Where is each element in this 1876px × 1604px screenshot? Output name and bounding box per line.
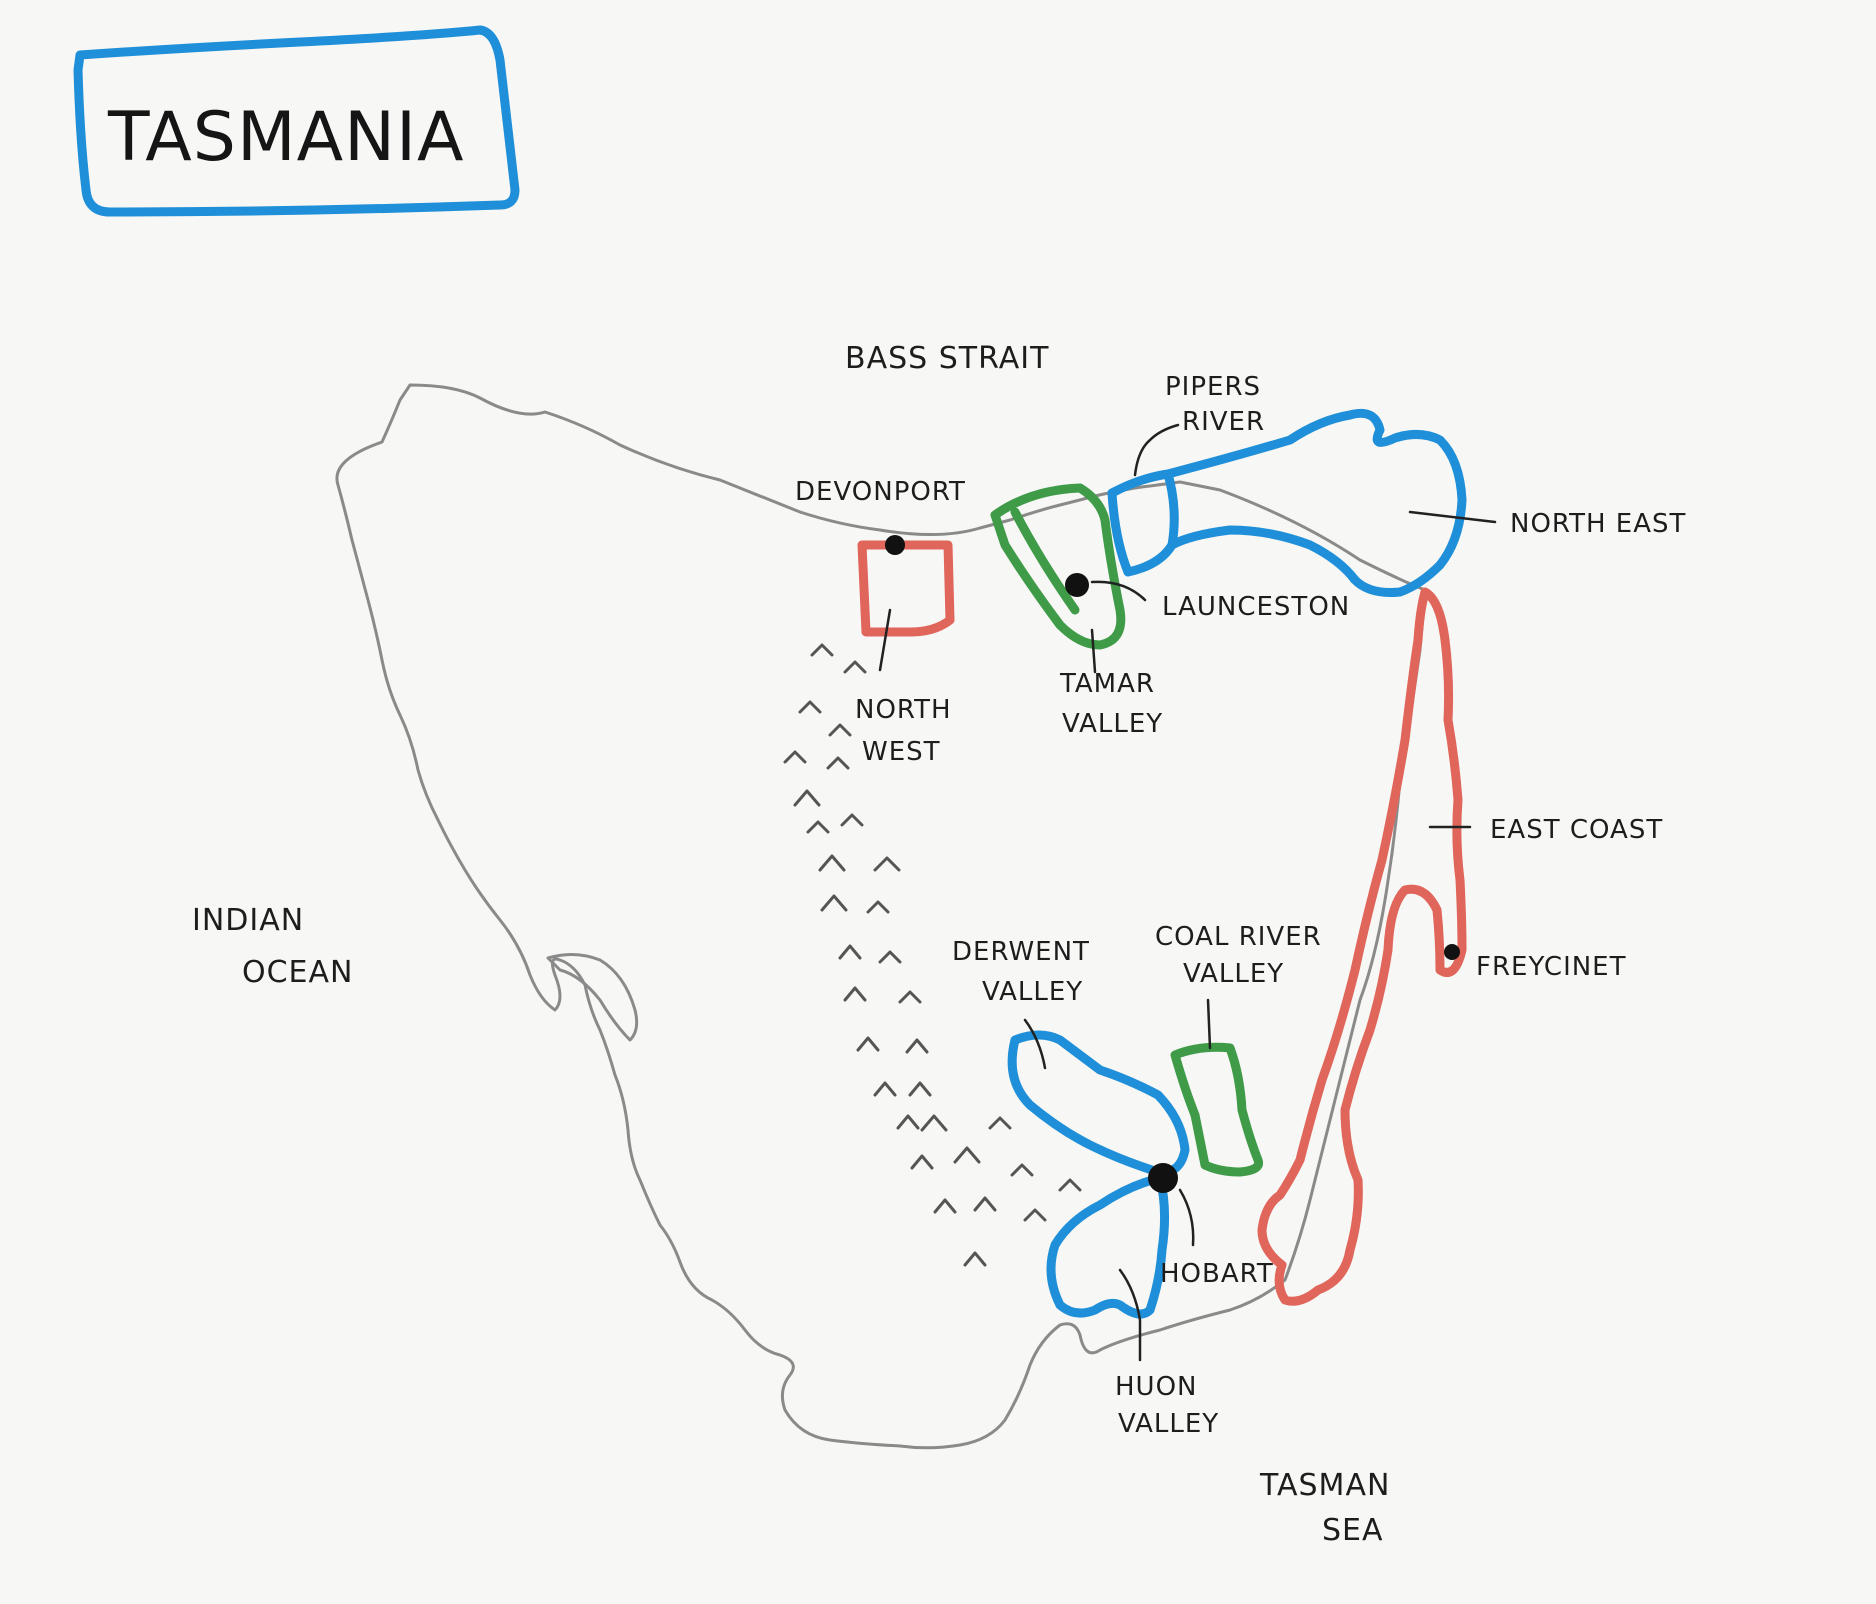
indian-ocean-label-line2: OCEAN xyxy=(242,955,353,990)
pipers-river-leader xyxy=(1133,423,1180,477)
mountain-caret-icon xyxy=(873,856,901,872)
mountain-caret-icon xyxy=(908,1081,932,1097)
mountain-caret-icon xyxy=(818,854,846,872)
bass-strait-label: BASS STRAIT xyxy=(845,341,1049,376)
east-coast-label: EAST COAST xyxy=(1490,815,1663,845)
coal-river-valley-region xyxy=(1170,1042,1264,1177)
north-east-leader xyxy=(1408,510,1497,524)
huon-valley-label-line2: VALLEY xyxy=(1118,1409,1219,1439)
north-east-label: NORTH EAST xyxy=(1510,509,1686,539)
north-west-region xyxy=(857,540,955,637)
mountain-caret-icon xyxy=(896,1114,920,1130)
mountain-caret-icon xyxy=(910,1154,934,1170)
tamar-valley-leader xyxy=(1090,628,1097,674)
mountain-caret-icon xyxy=(866,900,890,914)
title-frame xyxy=(73,25,520,217)
mountain-caret-icon xyxy=(905,1038,929,1054)
mountain-caret-icon xyxy=(828,723,852,737)
mountain-caret-icon xyxy=(898,990,922,1004)
macquarie-harbour xyxy=(546,953,639,1042)
mountain-caret-icon xyxy=(988,1116,1012,1130)
huon-valley-leader xyxy=(1118,1268,1142,1362)
mountain-caret-icon xyxy=(933,1198,957,1214)
mountain-caret-icon xyxy=(1058,1178,1082,1192)
freycinet-city-dot-icon xyxy=(1444,944,1460,960)
mountain-caret-icon xyxy=(826,756,850,770)
hobart-label: HOBART xyxy=(1160,1259,1274,1289)
mountain-caret-icon xyxy=(953,1146,981,1164)
mountain-caret-icon xyxy=(820,894,848,912)
coal-river-valley-label-line1: COAL RIVER xyxy=(1155,922,1322,952)
huon-valley-region xyxy=(1046,1173,1170,1319)
mountain-caret-icon xyxy=(856,1036,880,1052)
tamar-valley-label-line2: VALLEY xyxy=(1062,709,1163,739)
mountain-caret-icon xyxy=(963,1251,987,1267)
north-east-region xyxy=(1163,408,1467,597)
coal-river-valley-label-line2: VALLEY xyxy=(1183,959,1284,989)
mountain-caret-icon xyxy=(793,789,821,807)
mountain-caret-icon xyxy=(1010,1163,1034,1177)
freycinet-label: FREYCINET xyxy=(1476,952,1627,982)
pipers-river-label-line1: PIPERS xyxy=(1165,372,1261,402)
title-box: TASMANIA xyxy=(73,25,520,217)
mountain-caret-icon xyxy=(840,813,864,827)
tasman-sea-label-line1: TASMAN xyxy=(1259,1468,1390,1503)
tamar-valley-region xyxy=(990,483,1126,650)
north-west-leader xyxy=(878,608,892,672)
mountain-caret-icon xyxy=(843,986,867,1002)
derwent-valley-label-line2: VALLEY xyxy=(982,977,1083,1007)
mountain-caret-icon xyxy=(973,1196,997,1212)
mountain-caret-icon xyxy=(878,950,902,964)
devonport-label: DEVONPORT xyxy=(795,477,966,507)
mountain-caret-icon xyxy=(783,750,807,764)
tasman-sea-label-line2: SEA xyxy=(1322,1513,1384,1548)
mountain-caret-icon xyxy=(838,944,862,960)
mountains-icon xyxy=(783,643,1082,1267)
tamar-valley-label-line1: TAMAR xyxy=(1059,669,1155,699)
pipers-river-region xyxy=(1107,469,1179,577)
devonport-city-dot-icon xyxy=(885,535,905,555)
mountain-caret-icon xyxy=(920,1114,948,1132)
mountain-caret-icon xyxy=(806,820,830,834)
mountain-caret-icon xyxy=(843,660,867,674)
launceston-label: LAUNCESTON xyxy=(1162,592,1350,622)
launceston-leader xyxy=(1090,580,1147,602)
north-west-label-line2: WEST xyxy=(862,737,941,767)
mountain-caret-icon xyxy=(873,1081,897,1097)
hobart-city-dot-icon xyxy=(1148,1163,1178,1193)
mountain-caret-icon xyxy=(1023,1208,1047,1222)
east-coast-region xyxy=(1257,587,1467,1306)
huon-valley-label-line1: HUON xyxy=(1115,1372,1198,1402)
derwent-valley-label-line1: DERWENT xyxy=(952,937,1090,967)
hobart-leader xyxy=(1178,1188,1195,1247)
indian-ocean-label-line1: INDIAN xyxy=(192,903,304,938)
pipers-river-label-line2: RIVER xyxy=(1182,407,1265,437)
derwent-valley-leader xyxy=(1023,1018,1047,1070)
tasmania-coastline xyxy=(335,383,1427,1450)
launceston-city-dot-icon xyxy=(1065,573,1089,597)
mountain-caret-icon xyxy=(810,643,834,657)
north-west-label-line1: NORTH xyxy=(855,695,952,725)
mountain-caret-icon xyxy=(798,700,822,714)
coal-river-valley-leader xyxy=(1206,998,1212,1050)
derwent-valley-region xyxy=(1007,1030,1190,1177)
tamar-valley-inner xyxy=(1010,507,1080,615)
map-title: TASMANIA xyxy=(107,98,465,177)
